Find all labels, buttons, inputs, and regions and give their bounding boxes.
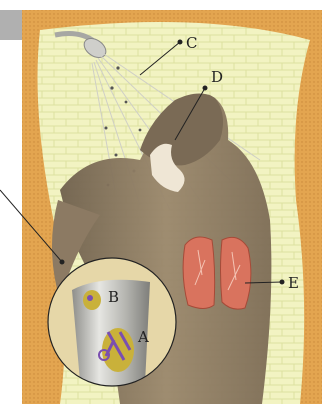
corner-fixture xyxy=(0,10,22,40)
label-d: D xyxy=(211,68,223,86)
label-c: C xyxy=(186,34,197,52)
label-e: E xyxy=(288,274,299,292)
label-a: A xyxy=(137,328,149,346)
label-b: B xyxy=(108,288,119,306)
